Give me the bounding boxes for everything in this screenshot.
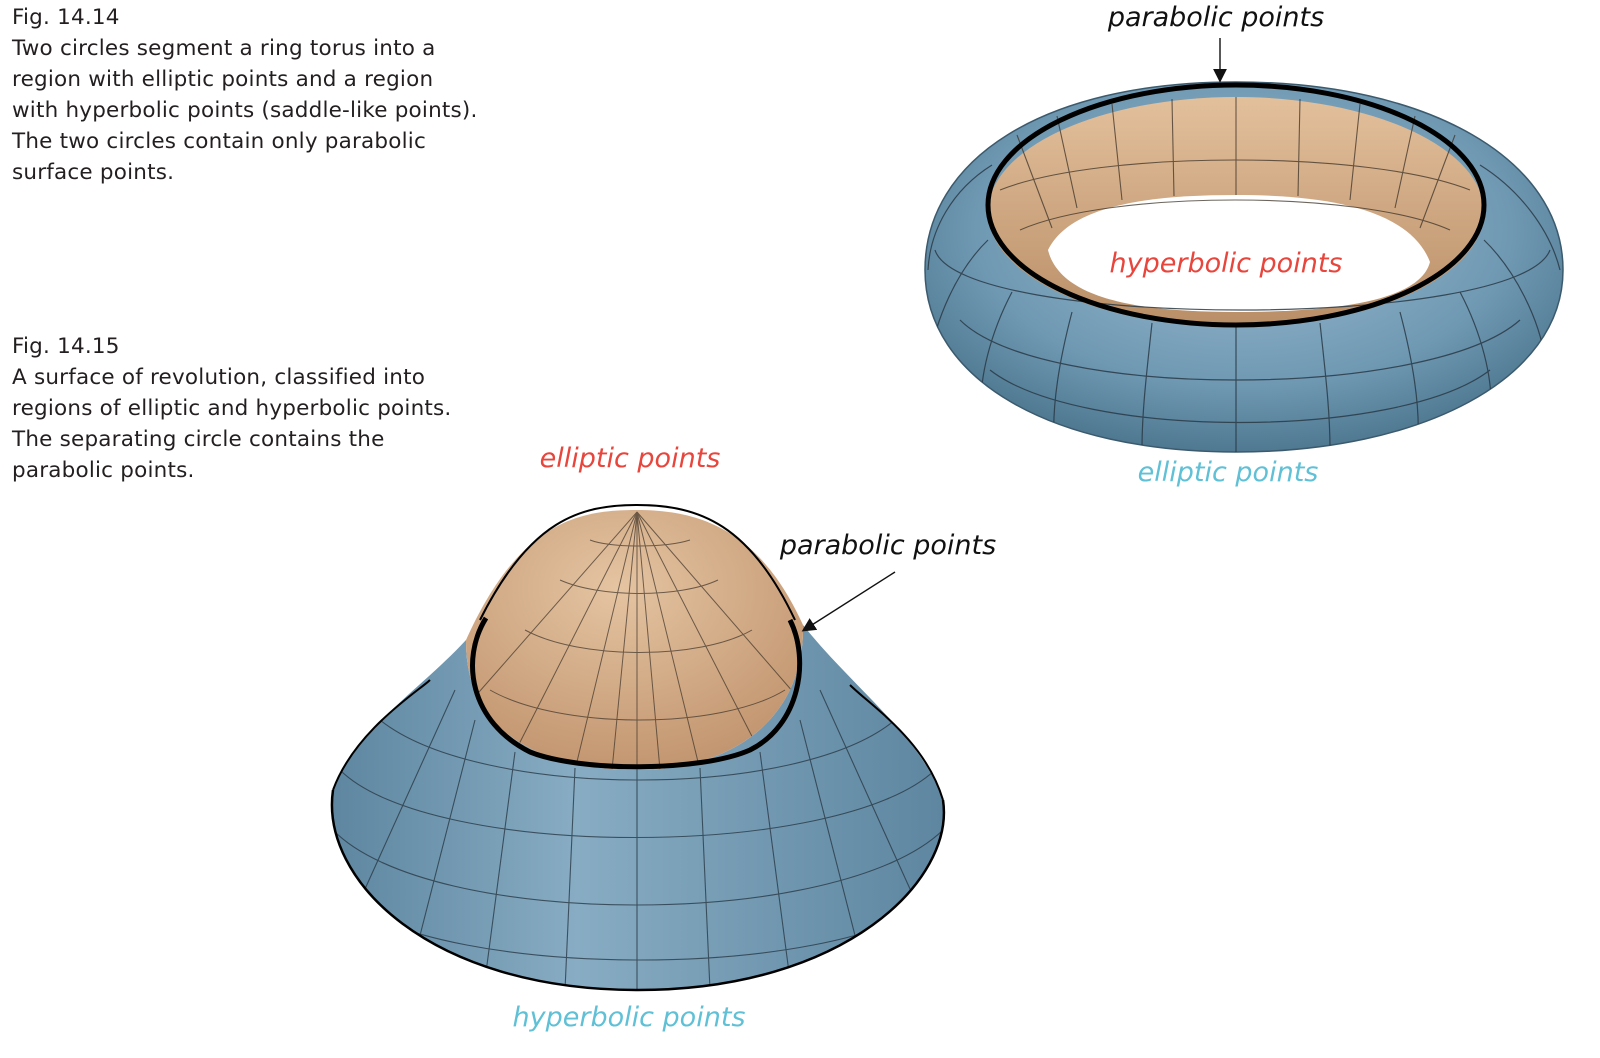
figure-caption-14-14: Fig. 14.14 Two circles segment a ring to… — [12, 2, 482, 188]
bell-hyperbolic-label: hyperbolic points — [512, 1002, 746, 1033]
figure-number: Fig. 14.14 — [12, 5, 120, 30]
torus-hole — [1048, 195, 1430, 312]
torus-parabolic-label: parabolic points — [1107, 2, 1325, 33]
bell-parabolic-circle — [470, 616, 803, 770]
torus-elliptic-label: elliptic points — [1137, 457, 1319, 488]
bell-parabolic-label: parabolic points — [779, 530, 997, 561]
bell-elliptic-region — [465, 510, 804, 770]
figure-number: Fig. 14.15 — [12, 334, 120, 359]
ring-torus — [924, 38, 1564, 453]
caption-text: Two circles segment a ring torus into a … — [12, 36, 478, 185]
bell-elliptic-label: elliptic points — [539, 443, 721, 474]
torus-hyperbolic-label: hyperbolic points — [1109, 248, 1343, 279]
figure-caption-14-15: Fig. 14.15 A surface of revolution, clas… — [12, 331, 462, 486]
torus-parabolic-circle — [985, 82, 1487, 328]
bell-surface — [330, 503, 946, 992]
bell-parabolic-arrow — [801, 571, 896, 632]
bell-hyperbolic-region — [331, 625, 944, 990]
caption-text: A surface of revolution, classified into… — [12, 365, 452, 483]
